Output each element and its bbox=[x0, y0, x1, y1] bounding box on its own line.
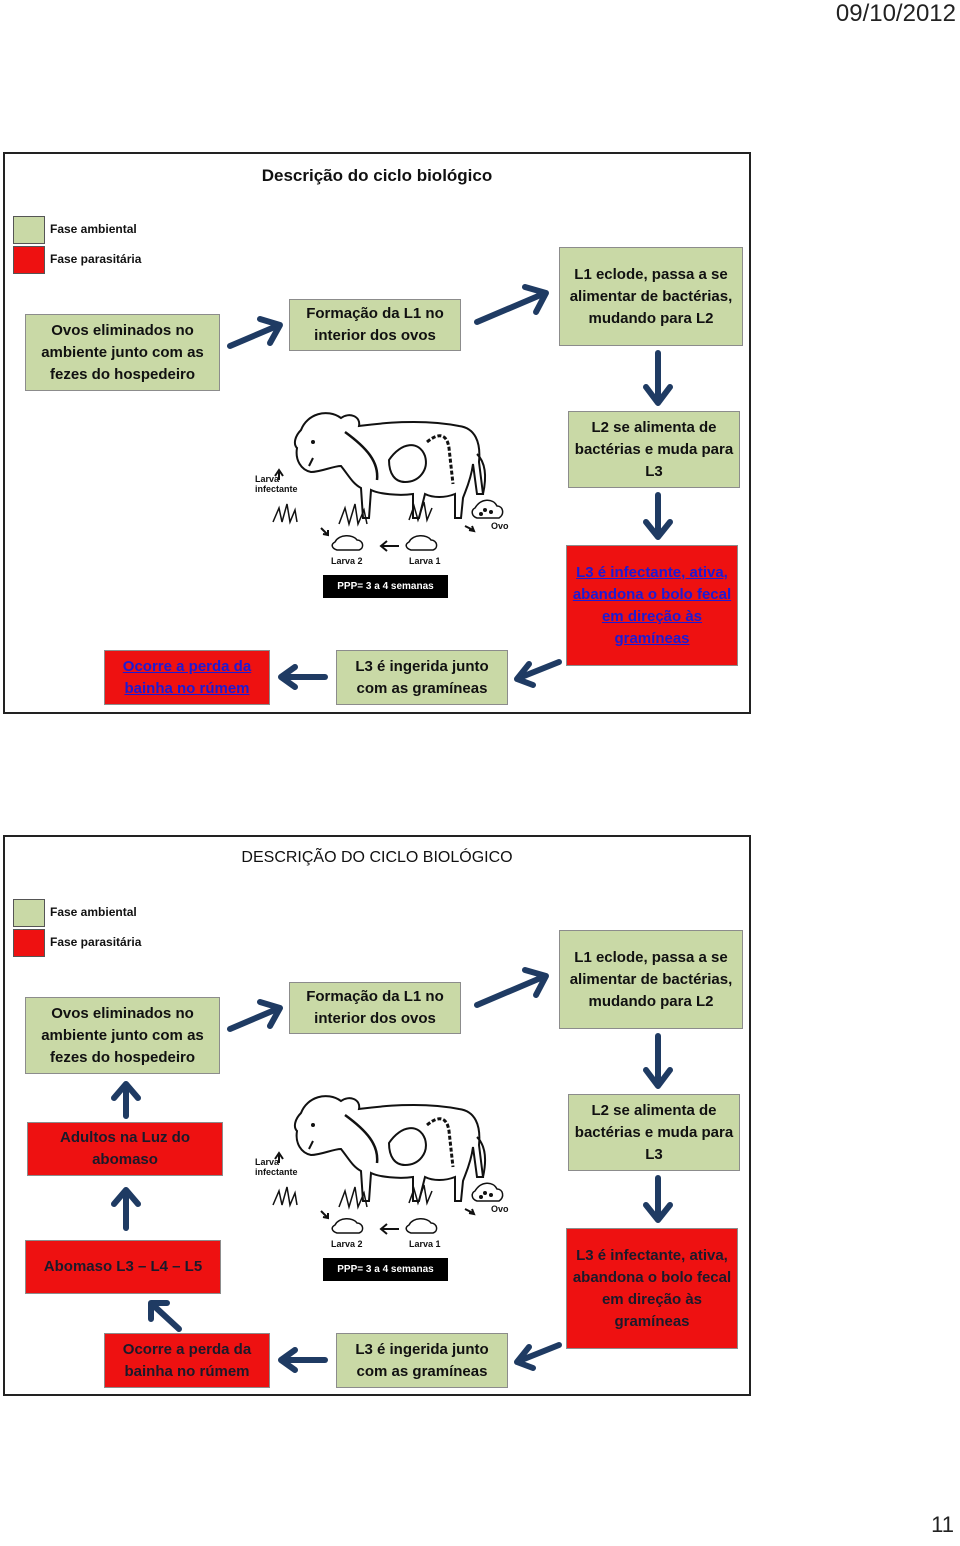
legend-swatch-ambiental bbox=[13, 216, 45, 244]
label-infectante: infectante bbox=[255, 1167, 298, 1177]
cattle-cycle-illustration: Larva infectante Larva 2 Larva 1 Ovo bbox=[255, 1095, 509, 1249]
box-ovos: Ovos eliminados no ambiente junto com as… bbox=[25, 997, 220, 1074]
cattle-cycle-illustration: Larva infectante Larva 2 Larva 1 Ovo bbox=[255, 412, 509, 566]
slide-2: DESCRIÇÃO DO CICLO BIOLÓGICO Fase ambien… bbox=[3, 835, 751, 1396]
legend-label-parasitaria: Fase parasitária bbox=[50, 935, 142, 949]
label-larva: Larva bbox=[255, 474, 280, 484]
ppp-label: PPP= 3 a 4 semanas bbox=[323, 1258, 448, 1281]
arrow-l2-to-l3 bbox=[643, 1175, 673, 1223]
label-larva1: Larva 1 bbox=[409, 1239, 441, 1249]
box-perda: Ocorre a perda da bainha no rúmem bbox=[104, 1333, 270, 1388]
arrow-formacao-to-l1 bbox=[474, 967, 549, 1008]
legend-label-parasitaria: Fase parasitária bbox=[50, 252, 142, 266]
label-larva2: Larva 2 bbox=[331, 1239, 363, 1249]
label-infectante: infectante bbox=[255, 484, 298, 494]
box-adultos: Adultos na Luz do abomaso bbox=[27, 1122, 223, 1176]
box-ovos: Ovos eliminados no ambiente junto com as… bbox=[25, 314, 220, 391]
arrow-perda-to-abomaso bbox=[148, 1300, 182, 1332]
slide-1: Descrição do ciclo biológico Fase ambien… bbox=[3, 152, 751, 714]
box-perda: Ocorre a perda da bainha no rúmem bbox=[104, 650, 270, 705]
arrow-ingerida-to-perda bbox=[278, 1347, 328, 1373]
ppp-label: PPP= 3 a 4 semanas bbox=[323, 575, 448, 598]
box-l1: L1 eclode, passa a se alimentar de bacté… bbox=[559, 930, 743, 1029]
page-number: 11 bbox=[931, 1512, 954, 1537]
legend-label-ambiental: Fase ambiental bbox=[50, 222, 137, 236]
slide-title: DESCRIÇÃO DO CICLO BIOLÓGICO bbox=[241, 849, 513, 866]
arrow-l2-to-l3 bbox=[643, 492, 673, 540]
label-larva1: Larva 1 bbox=[409, 556, 441, 566]
legend-swatch-ambiental bbox=[13, 899, 45, 927]
label-ovo: Ovo bbox=[491, 521, 509, 531]
label-larva: Larva bbox=[255, 1157, 280, 1167]
legend-label-ambiental: Fase ambiental bbox=[50, 905, 137, 919]
box-abomaso: Abomaso L3 – L4 – L5 bbox=[25, 1240, 221, 1294]
arrow-formacao-to-l1 bbox=[474, 284, 549, 325]
arrow-ovos-to-formacao bbox=[227, 999, 283, 1032]
box-l2: L2 se alimenta de bactérias e muda para … bbox=[568, 1094, 740, 1171]
box-l2: L2 se alimenta de bactérias e muda para … bbox=[568, 411, 740, 488]
legend-swatch-parasitaria bbox=[13, 929, 45, 957]
box-l1: L1 eclode, passa a se alimentar de bacté… bbox=[559, 247, 743, 346]
arrow-adultos-to-ovos bbox=[111, 1081, 141, 1119]
arrow-l3-to-ingerida bbox=[514, 659, 562, 688]
label-larva2: Larva 2 bbox=[331, 556, 363, 566]
box-formacao: Formação da L1 no interior dos ovos bbox=[289, 982, 461, 1034]
arrow-l3-to-ingerida bbox=[514, 1342, 562, 1371]
legend-swatch-parasitaria bbox=[13, 246, 45, 274]
box-l3: L3 é infectante, ativa, abandona o bolo … bbox=[566, 545, 738, 666]
box-formacao: Formação da L1 no interior dos ovos bbox=[289, 299, 461, 351]
box-ingerida: L3 é ingerida junto com as gramíneas bbox=[336, 650, 508, 705]
label-ovo: Ovo bbox=[491, 1204, 509, 1214]
arrow-ingerida-to-perda bbox=[278, 664, 328, 690]
arrow-l1-to-l2 bbox=[643, 350, 673, 406]
arrow-ovos-to-formacao bbox=[227, 316, 283, 349]
header-date: 09/10/2012 bbox=[835, 0, 956, 27]
box-l3: L3 é infectante, ativa, abandona o bolo … bbox=[566, 1228, 738, 1349]
arrow-l1-to-l2 bbox=[643, 1033, 673, 1089]
arrow-abomaso-to-adultos bbox=[111, 1187, 141, 1231]
box-ingerida: L3 é ingerida junto com as gramíneas bbox=[336, 1333, 508, 1388]
slide-title: Descrição do ciclo biológico bbox=[261, 166, 493, 185]
